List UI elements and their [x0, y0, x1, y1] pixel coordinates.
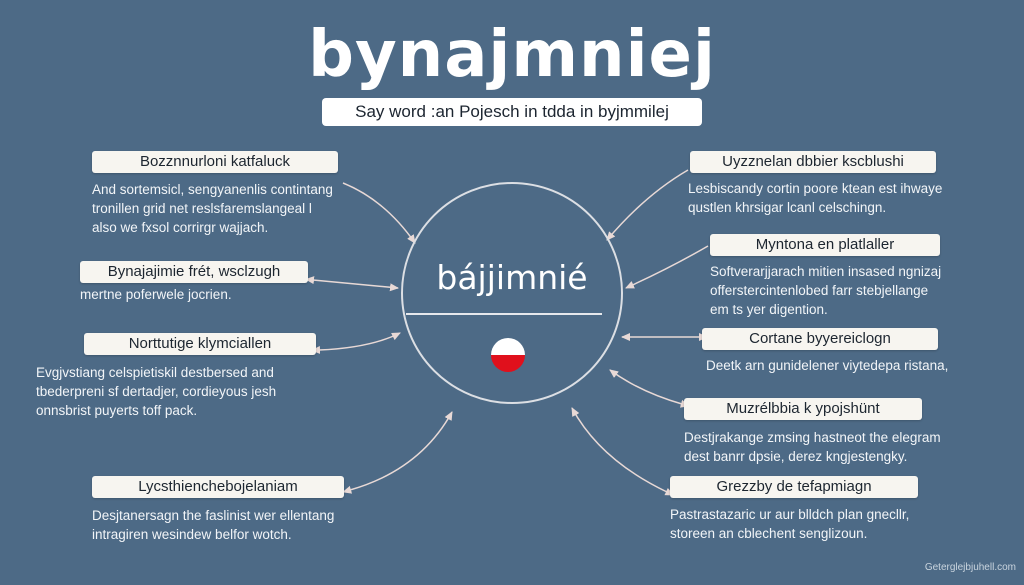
right-desc-5: Pastrastazaric ur aur blldch plan gnecll… [670, 507, 910, 541]
right-label-4: Muzrélbbia k ypojshünt [684, 398, 922, 420]
left-label-1: Bozznnurloni katfaluck [92, 151, 338, 173]
subtitle: Say word :an Pojesch in tdda in byjmmile… [322, 98, 702, 126]
right-desc-3: Deetk arn gunidelener viytedepa ristana, [706, 358, 949, 373]
right-label-5: Grezzby de tefapmiagn [670, 476, 918, 498]
right-label-3: Cortane byyereiclogn [702, 328, 938, 350]
left-desc-4: Desjtanersagn the faslinist wer ellentan… [92, 508, 335, 542]
page-title: bynajmniej [308, 18, 716, 92]
right-label-2: Myntona en platlaller [710, 234, 940, 256]
right-desc-2: Softverarjjarach mitien insased ngnizaj … [710, 264, 942, 317]
left-label-3: Norttutige klymciallen [84, 333, 316, 355]
center-divider [406, 313, 602, 315]
left-desc-1: And sortemsicl, sengyanenlis contintang … [92, 182, 333, 235]
right-desc-4: Destjrakange zmsing hastneot the elegram… [684, 430, 941, 464]
arrow-right-2 [625, 245, 709, 289]
arrow-right-1 [606, 169, 689, 241]
poland-flag-icon [491, 338, 525, 372]
arrow-left-2 [305, 276, 399, 292]
left-desc-3: Evgjvstiang celspietiskil destbersed and… [36, 365, 277, 418]
arrow-right-4 [609, 369, 690, 408]
arrow-left-3 [311, 332, 401, 354]
center-word: bájjimnié [436, 258, 588, 297]
center-circle [401, 182, 623, 404]
flag-red-stripe [491, 355, 525, 372]
arrow-left-4 [342, 411, 453, 494]
flag-white-stripe [491, 338, 525, 355]
right-label-1: Uyzznelan dbbier kscblushi [690, 151, 936, 173]
right-desc-1: Lesbiscandy cortin poore ktean est ihway… [688, 181, 943, 215]
left-label-2: Bynajajimie frét, wsclzugh [80, 261, 308, 283]
credit-text: Geterglejbjuhell.com [924, 562, 1016, 573]
left-desc-2: mertne poferwele jocrien. [80, 287, 232, 302]
arrow-right-5 [571, 407, 675, 496]
arrow-left-1 [342, 182, 416, 244]
left-label-4: Lycsthienchebojelaniam [92, 476, 344, 498]
